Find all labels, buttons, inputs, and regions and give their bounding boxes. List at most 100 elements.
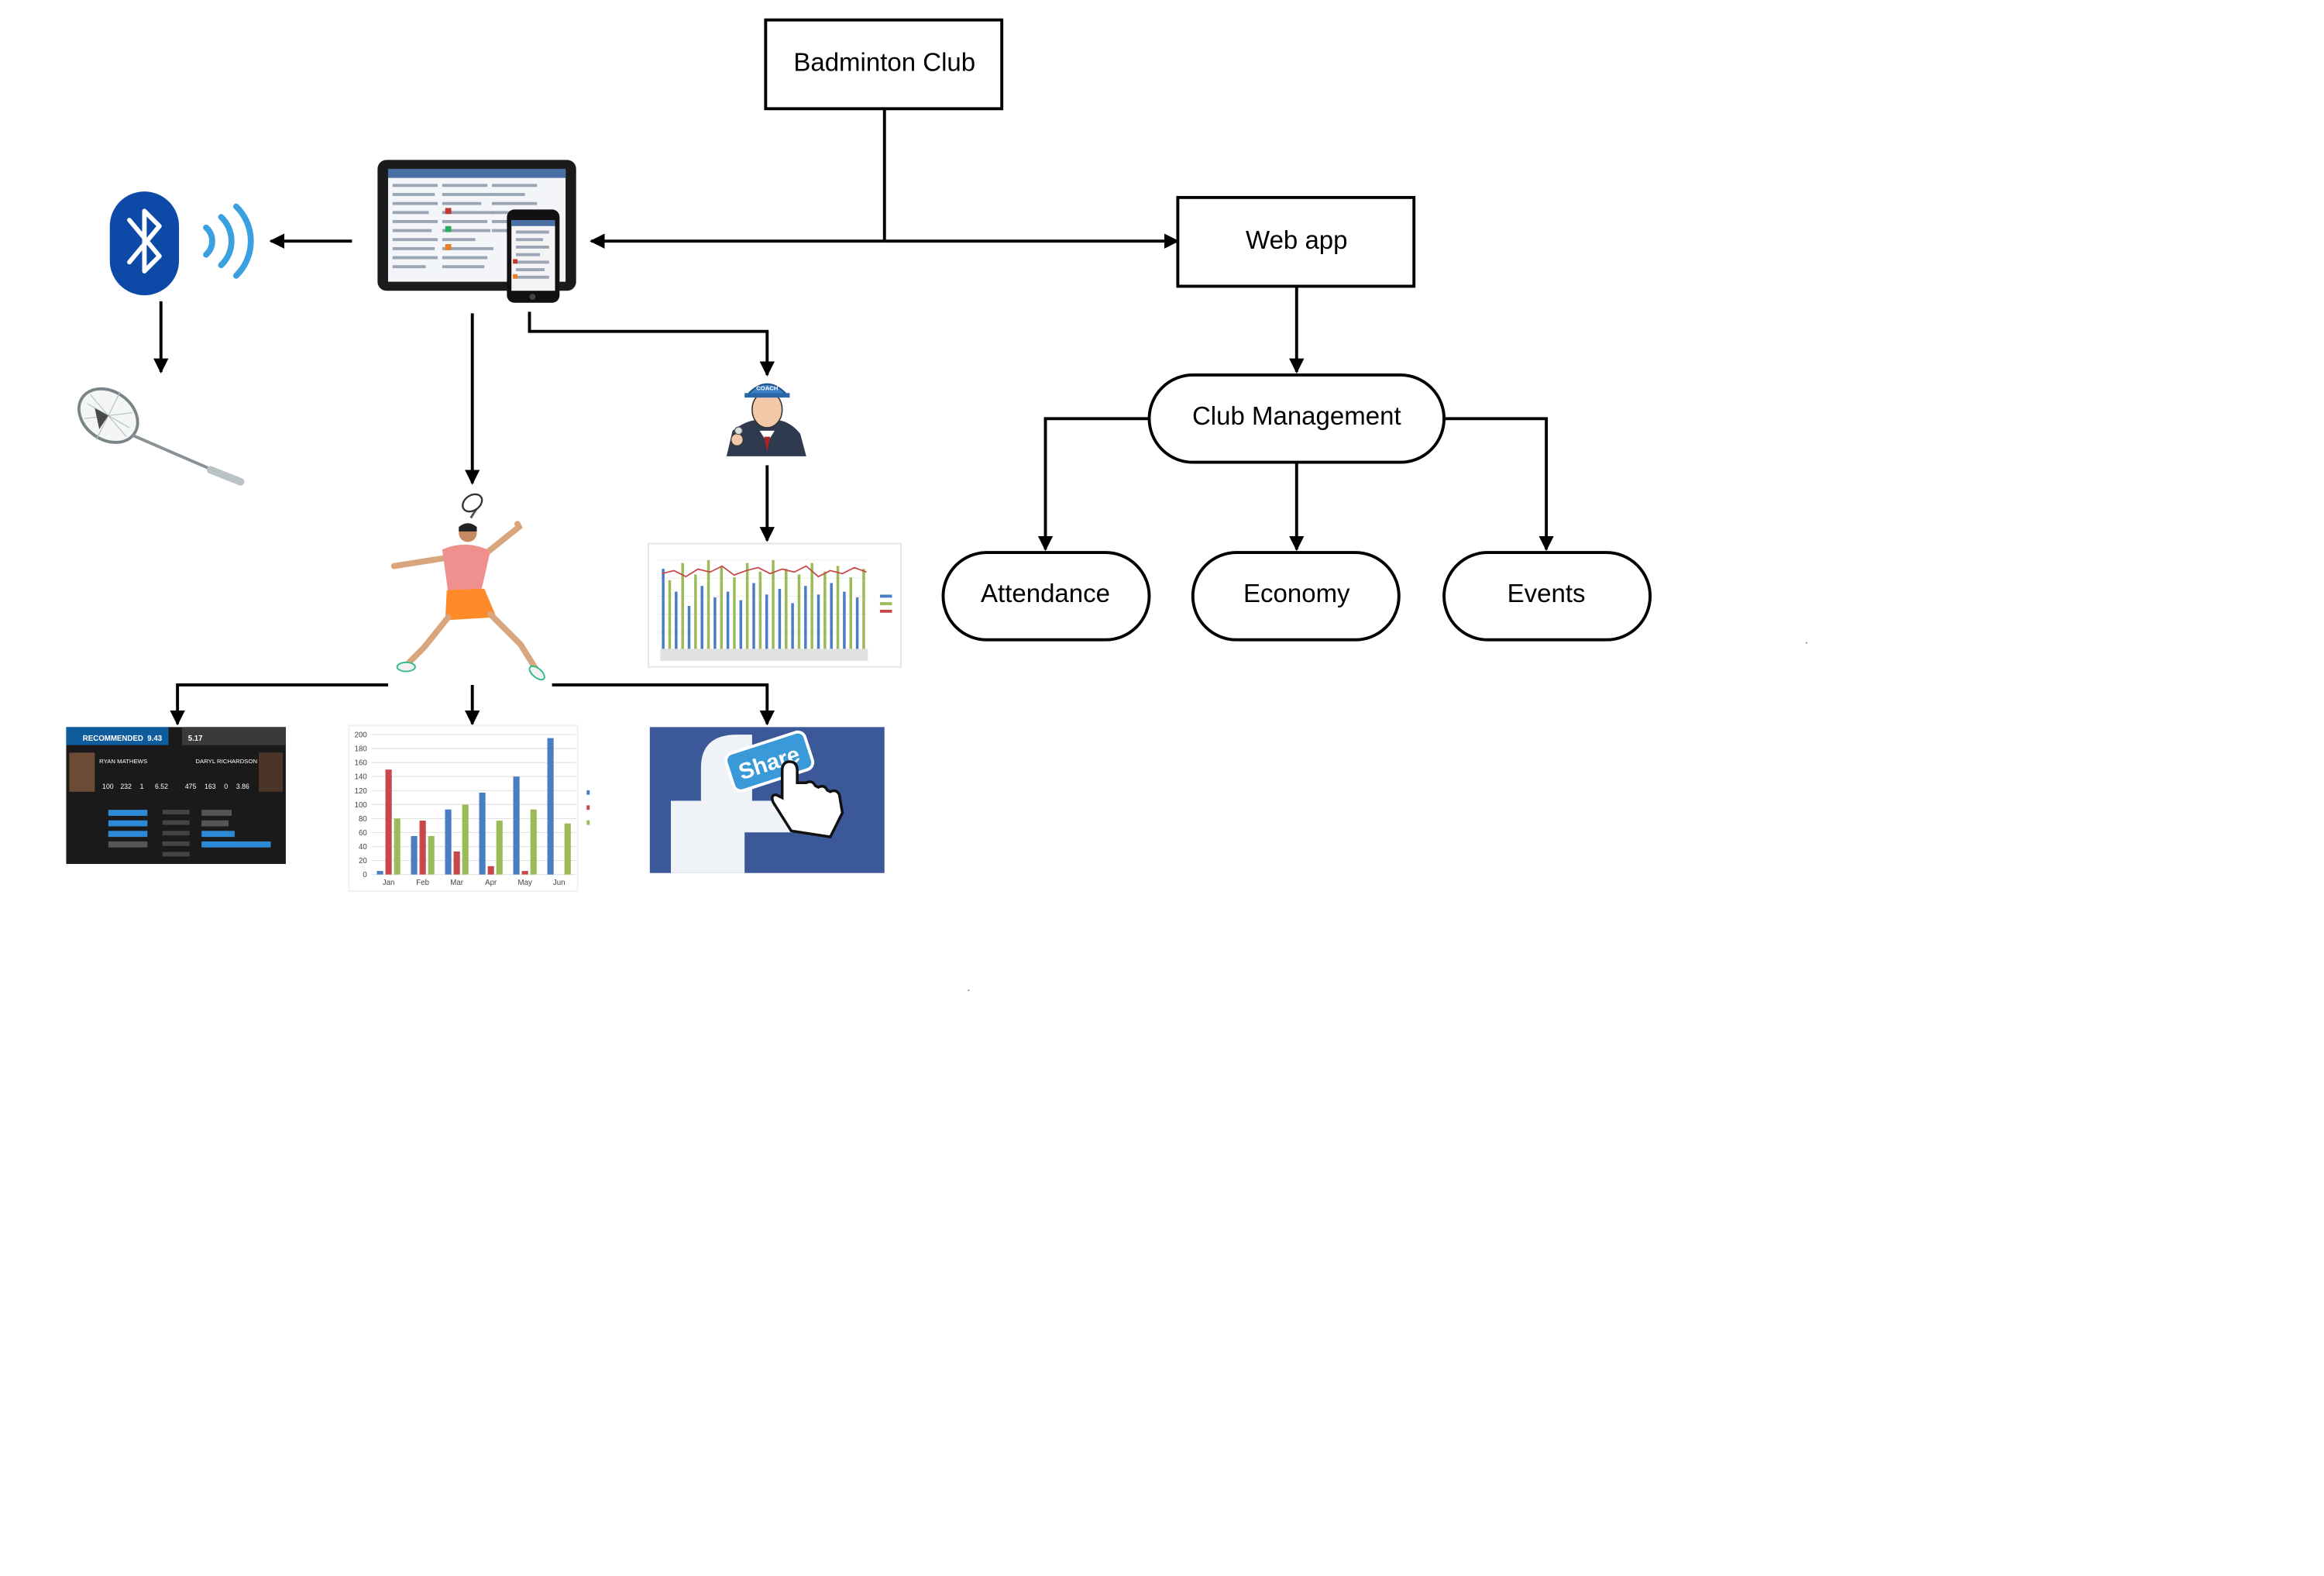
stats-player-left: RYAN MATHEWS (99, 758, 147, 765)
edge-management-to-attendance (1037, 417, 1150, 552)
bar-chart-legend (586, 790, 590, 825)
team-chart-bar (706, 560, 710, 649)
node-events-label: Events (1508, 579, 1586, 607)
bar-chart-bar (394, 818, 401, 875)
bar-chart-y-tick: 100 (355, 801, 368, 810)
bar-chart-x-tick: May (518, 879, 532, 887)
team-chart-bar (849, 577, 852, 649)
bar-chart-x-tick: Jun (553, 879, 566, 887)
bar-chart-y-tick: 140 (355, 773, 368, 782)
team-chart-bar (765, 594, 768, 649)
hand-cursor-icon (771, 760, 844, 839)
bar-chart-x-tick: Feb (416, 879, 429, 887)
team-chart-bar (862, 569, 865, 649)
stats-tab-right-value: 5.17 (188, 735, 203, 743)
bar-chart-bar (487, 865, 494, 875)
team-chart-bar (694, 574, 697, 649)
tablet-phone-image[interactable] (377, 160, 576, 303)
stat-left-1: 100 (102, 783, 114, 790)
team-chart-bar (843, 591, 846, 649)
connectors (153, 108, 1554, 726)
coach-image: COACH (726, 383, 806, 456)
bar-chart-bar (453, 851, 460, 875)
stat-right-4: 3.86 (236, 783, 249, 790)
stats-left-values: 100 232 1 6.52 (102, 783, 168, 790)
stats-tab-left: RECOMMENDED (83, 735, 143, 743)
node-web-app[interactable]: Web app (1176, 195, 1416, 288)
stray-dot (968, 989, 970, 992)
team-chart-bar (823, 571, 827, 649)
bar-chart-x-tick: Jan (383, 879, 395, 887)
player-stats-image: RECOMMENDED 9.43 5.17 RYAN MATHEWS DARYL… (66, 727, 286, 865)
team-chart-bar (772, 560, 775, 649)
coach-cap-text: COACH (756, 384, 779, 391)
stat-right-3: 0 (224, 783, 228, 790)
bar-chart-y-tick: 160 (355, 759, 368, 768)
team-chart-bars (662, 560, 865, 649)
node-attendance[interactable]: Attendance (941, 551, 1151, 642)
stats-tab-left-value: 9.43 (147, 735, 162, 743)
node-club-management[interactable]: Club Management (1147, 373, 1446, 464)
bar-chart-bar (479, 793, 486, 875)
team-chart-bar (739, 600, 743, 649)
team-chart-bar (681, 563, 684, 649)
team-chart-bar (785, 569, 788, 649)
team-chart-bar (855, 597, 859, 649)
stat-right-1: 475 (185, 783, 197, 790)
bar-chart-grid (371, 734, 576, 876)
bar-chart-bars (376, 738, 571, 875)
stats-player-right: DARYL RICHARDSON (195, 758, 257, 765)
bar-chart-bar (428, 835, 435, 875)
stray-dot (1805, 642, 1808, 644)
bar-chart-bar (521, 871, 528, 875)
bar-chart-y-tick: 40 (359, 843, 367, 852)
team-chart-bar (720, 566, 724, 649)
team-chart-bar (733, 577, 736, 649)
node-web-app-label: Web app (1246, 225, 1347, 254)
bar-chart-bar (564, 823, 571, 875)
stats-bars (108, 810, 271, 857)
team-chart-bar (700, 586, 703, 649)
team-chart-bar (752, 583, 755, 649)
bar-chart-y-tick: 20 (359, 857, 367, 865)
bar-chart-bar (385, 769, 392, 875)
bar-chart-y-tick: 200 (355, 731, 368, 740)
edge-player-to-share (552, 683, 775, 726)
bar-chart-y-tick: 0 (363, 871, 367, 879)
node-economy-label: Economy (1243, 579, 1350, 607)
bar-chart-x-tick: Mar (450, 879, 463, 887)
node-events[interactable]: Events (1442, 551, 1652, 642)
team-chart-legend (879, 594, 892, 613)
team-chart-trend-line (662, 565, 867, 578)
team-chart-bar (791, 603, 794, 649)
bluetooth-icon[interactable] (109, 191, 180, 296)
badminton-player-image (390, 493, 545, 681)
edge-player-to-stats (170, 683, 388, 726)
team-chart-bar (675, 591, 678, 649)
tablet-screen-rows (392, 184, 538, 269)
team-chart-bar (778, 588, 782, 649)
team-chart-bar (836, 566, 840, 649)
racket-image (77, 387, 245, 486)
stat-right-2: 163 (205, 783, 216, 790)
bar-chart-bar (411, 835, 418, 875)
bar-chart-bar (496, 821, 503, 875)
team-chart-bar (804, 586, 807, 649)
node-badminton-club[interactable]: Badminton Club (764, 18, 1004, 111)
bar-chart-bar (530, 809, 537, 875)
team-chart-bar (662, 569, 665, 649)
team-chart-image (647, 542, 902, 668)
team-chart-bar (797, 574, 801, 649)
team-chart-bar (830, 583, 833, 649)
bar-chart-bar (547, 738, 554, 875)
team-chart-bar (713, 597, 717, 649)
bar-chart-bar (445, 809, 452, 875)
node-economy[interactable]: Economy (1191, 551, 1401, 642)
stat-left-3: 1 (140, 783, 144, 790)
team-chart-bar (810, 563, 813, 649)
wireless-signal-icon (203, 203, 254, 279)
bar-chart-y-tick: 180 (355, 745, 368, 754)
bar-chart-bar (376, 871, 383, 875)
